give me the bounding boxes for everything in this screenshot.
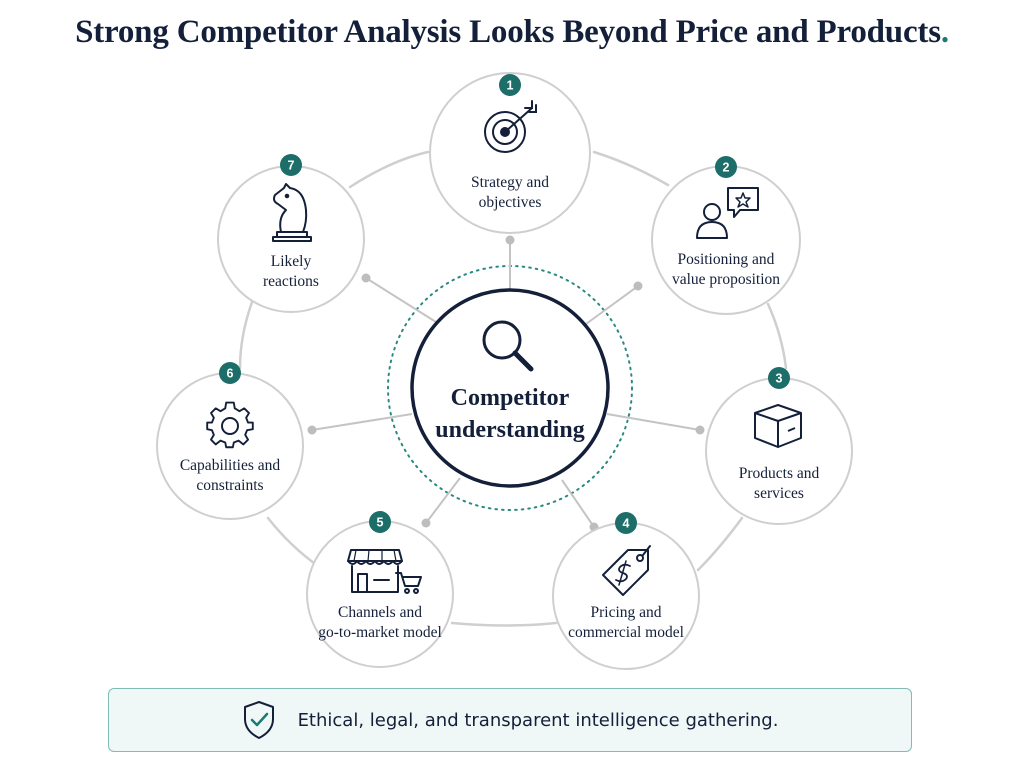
box-icon	[754, 404, 802, 448]
node-3-label-line2: services	[754, 485, 804, 502]
node-2-badge-number: 2	[723, 161, 730, 175]
node-5-badge	[369, 511, 391, 533]
spoke-4	[561, 479, 595, 528]
node-7-label-line1: Likely	[271, 253, 312, 270]
page-title: Strong Competitor Analysis Looks Beyond …	[0, 14, 1024, 51]
node-3-badge	[768, 367, 790, 389]
outer-ring-arcs	[238, 150, 788, 627]
node-2-label-line2: value proposition	[672, 271, 780, 288]
spoke-dot-6	[307, 425, 317, 435]
node-7-badge	[280, 154, 302, 176]
spoke-dot-1	[505, 235, 515, 245]
shield-check-icon	[243, 701, 274, 739]
node-4-badge	[615, 512, 637, 534]
spoke-6	[311, 413, 413, 431]
node-2-label-line1: Positioning and	[678, 251, 775, 268]
page-title-text: Strong Competitor Analysis Looks Beyond …	[75, 14, 941, 50]
node-4-label-line2: commercial model	[568, 624, 684, 641]
node-5-circle	[306, 520, 454, 668]
center-label-line2: understanding	[435, 417, 584, 443]
target-icon	[484, 100, 537, 153]
center-label-line1: Competitor	[451, 385, 570, 411]
node-3-badge-number: 3	[776, 372, 783, 386]
spoke-lines	[311, 240, 701, 528]
ring-arc-3-4	[696, 516, 744, 572]
node-4-label-line1: Pricing and	[590, 604, 661, 621]
node-6: Capabilities and constraints 6	[156, 362, 304, 520]
node-2-circle	[651, 165, 801, 315]
spoke-dot-2	[633, 281, 643, 291]
node-3: Products and services 3	[705, 367, 853, 525]
node-5-badge-number: 5	[377, 516, 384, 530]
ethics-banner-text: Ethical, legal, and transparent intellig…	[297, 709, 779, 731]
node-1: Strategy and objectives 1	[429, 72, 591, 234]
center-circle	[410, 288, 610, 488]
node-6-badge-number: 6	[227, 367, 234, 381]
chess-knight-icon	[272, 183, 312, 242]
spoke-7	[365, 277, 437, 323]
spoke-end-dots	[307, 235, 705, 532]
node-1-circle	[429, 72, 591, 234]
node-1-label-line1: Strategy and	[471, 174, 549, 191]
node-7-label-line2: reactions	[263, 273, 319, 290]
node-6-label-line2: constraints	[196, 477, 263, 494]
spoke-5	[425, 477, 461, 524]
node-7-badge-number: 7	[288, 159, 295, 173]
page-title-end-mark: .	[940, 14, 949, 50]
ring-arc-2-3	[766, 302, 788, 370]
ethics-banner: Ethical, legal, and transparent intellig…	[108, 688, 912, 752]
node-7: Likely reactions 7	[217, 154, 365, 313]
node-5-label-line2: go-to-market model	[318, 624, 442, 641]
person-speech-star-icon	[696, 187, 759, 239]
storefront-cart-icon	[347, 549, 422, 594]
magnifier-icon	[482, 320, 534, 372]
node-1-label-line2: objectives	[479, 194, 542, 211]
gear-icon	[206, 401, 254, 449]
spoke-dot-5	[421, 518, 431, 528]
node-5: Channels and go-to-market model 5	[306, 511, 454, 668]
node-2-badge	[715, 156, 737, 178]
spoke-2	[585, 285, 639, 325]
spoke-3	[606, 413, 701, 431]
node-4-circle	[552, 522, 700, 670]
node-6-badge	[219, 362, 241, 384]
node-3-circle	[705, 377, 853, 525]
node-3-label-line1: Products and	[739, 465, 820, 482]
ring-arc-4-5	[450, 621, 558, 627]
node-1-badge-number: 1	[507, 79, 514, 93]
ring-arc-6-7	[238, 300, 254, 370]
spoke-dot-3	[695, 425, 705, 435]
node-4: Pricing and commercial model 4	[552, 512, 700, 670]
spoke-dot-7	[361, 273, 371, 283]
ring-arc-1-2	[592, 150, 670, 187]
ring-arc-5-6	[266, 516, 320, 568]
node-4-badge-number: 4	[623, 517, 630, 531]
node-1-badge	[499, 74, 521, 96]
node-5-label-line1: Channels and	[338, 604, 422, 621]
node-6-circle	[156, 372, 304, 520]
price-tag-icon	[602, 545, 651, 596]
ring-arc-7-1	[348, 150, 430, 189]
node-6-label-line1: Capabilities and	[180, 457, 281, 474]
node-2: Positioning and value proposition 2	[651, 156, 801, 315]
center-node: Competitor understanding	[410, 288, 610, 488]
